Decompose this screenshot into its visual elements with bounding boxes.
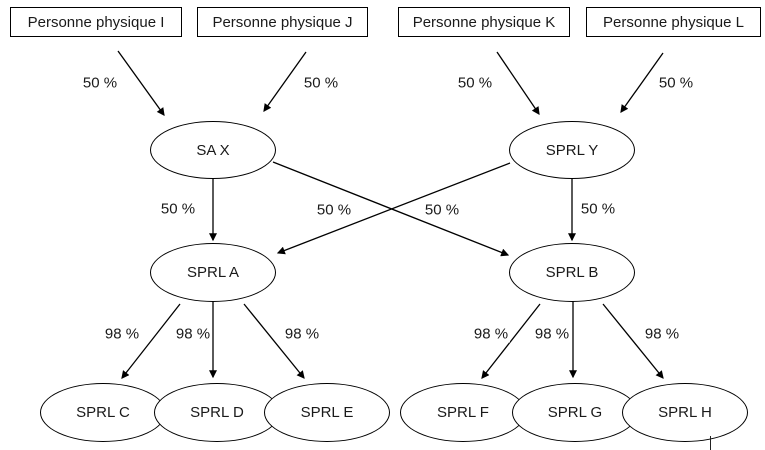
node-label: SPRL C [76,404,130,421]
node-personne-physique-l: Personne physique L [586,7,761,37]
node-label: Personne physique L [603,13,744,31]
edge-label-i-sax: 50 % [80,74,120,92]
edge-label-b-h: 98 % [642,325,682,343]
node-sprl-g: SPRL G [512,383,638,442]
node-label: SPRL E [300,404,354,421]
edge-label-l-sprly: 50 % [656,74,696,92]
node-label: SPRL Y [545,141,599,159]
arrow-sa-x-to-sprl-b [272,161,510,257]
edge-label-sprly-a: 50 % [422,201,462,219]
node-sprl-a: SPRL A [150,243,276,302]
node-sprl-e: SPRL E [264,383,390,442]
node-label: SA X [196,141,230,159]
edge-label-a-d: 98 % [173,325,213,343]
edge-label-sax-b: 50 % [314,201,354,219]
node-sprl-b: SPRL B [509,243,635,302]
edge-label-b-f: 98 % [471,325,511,343]
node-sa-x: SA X [150,121,276,179]
edge-label-b-g: 98 % [532,325,572,343]
arrow-sprl-y-to-sprl-a [276,162,511,255]
edge-label-j-sax: 50 % [301,74,341,92]
node-personne-physique-k: Personne physique K [398,7,570,37]
node-sprl-c: SPRL C [40,383,166,442]
node-label: Personne physique I [27,13,165,31]
node-label: SPRL B [545,264,599,281]
node-sprl-f: SPRL F [400,383,526,442]
edge-label-sax-a: 50 % [158,200,198,218]
node-label: SPRL H [658,404,712,421]
arrow-personne-j-to-sa-x [263,51,307,112]
node-sprl-y: SPRL Y [509,121,635,179]
node-label: Personne physique K [412,13,556,31]
node-label: Personne physique J [212,13,353,31]
edge-label-k-sprly: 50 % [455,74,495,92]
stray-caret-mark [710,436,712,450]
edge-label-a-e: 98 % [282,325,322,343]
node-personne-physique-j: Personne physique J [197,7,368,37]
arrow-personne-i-to-sa-x [117,50,165,116]
node-label: SPRL A [187,264,239,281]
node-label: SPRL G [547,404,603,421]
edge-label-sprly-b: 50 % [578,200,618,218]
node-sprl-d: SPRL D [154,383,280,442]
node-sprl-h: SPRL H [622,383,748,442]
node-personne-physique-i: Personne physique I [10,7,182,37]
arrow-personne-k-to-sprl-y [496,51,540,115]
node-label: SPRL F [437,404,489,421]
node-label: SPRL D [190,404,244,421]
edge-label-a-c: 98 % [102,325,142,343]
